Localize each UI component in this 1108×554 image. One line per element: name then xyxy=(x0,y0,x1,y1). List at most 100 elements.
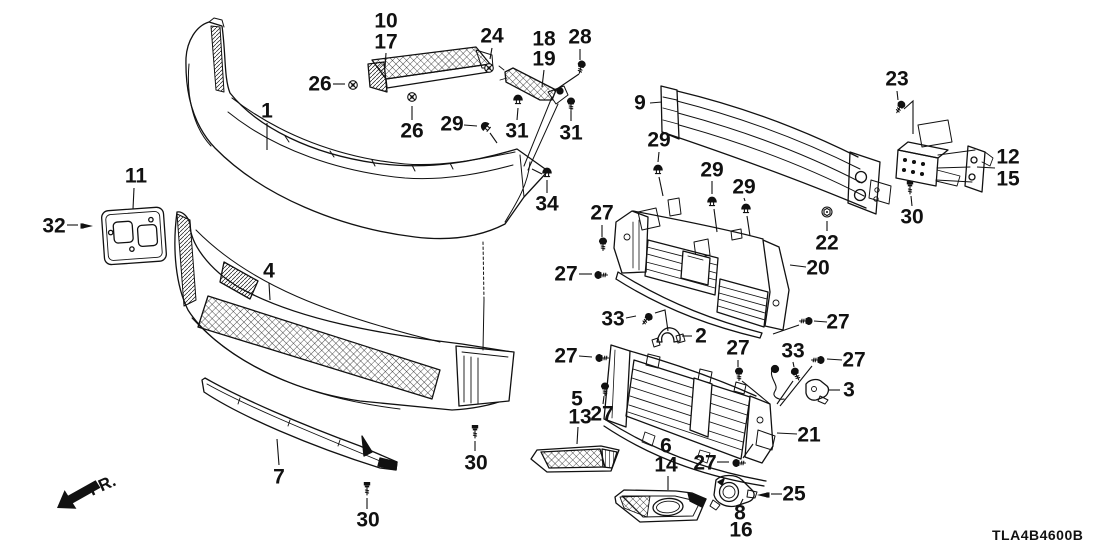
leader-line xyxy=(772,324,800,335)
callout-27-45: 27 xyxy=(693,451,717,475)
fastener-27-icon xyxy=(734,367,744,382)
callout-15-19: 15 xyxy=(996,167,1020,191)
leader-line xyxy=(531,168,543,175)
callout-9-8: 9 xyxy=(634,91,646,115)
leader-line xyxy=(658,176,664,197)
callout-29-22: 29 xyxy=(700,158,724,182)
leader-line xyxy=(743,197,746,202)
fastener-32-icon xyxy=(80,223,93,229)
callout-26-7: 26 xyxy=(400,119,424,143)
callout-21-36: 21 xyxy=(797,423,821,447)
fastener-33-icon xyxy=(642,313,653,325)
leader-line xyxy=(976,166,996,169)
callout-31-11: 31 xyxy=(505,119,529,143)
leader-line xyxy=(578,355,593,358)
callout-27-26: 27 xyxy=(590,201,614,225)
callout-33-28: 33 xyxy=(601,307,625,331)
fastener-27-icon xyxy=(732,458,747,468)
fastener-27-icon xyxy=(598,237,608,252)
fastener-27-icon xyxy=(594,270,609,280)
callout-1-14: 1 xyxy=(261,99,273,123)
leader-line xyxy=(910,195,913,207)
leader-line xyxy=(789,264,807,268)
leader-line xyxy=(739,498,744,506)
fastener-22-icon xyxy=(821,206,833,218)
fastener-30-icon xyxy=(363,482,371,496)
callout-26-6: 26 xyxy=(308,72,332,96)
leader-line xyxy=(384,52,387,69)
callout-29-21: 29 xyxy=(647,128,671,152)
callout-8-47: 8 xyxy=(734,501,746,525)
fastener-23-icon xyxy=(895,100,906,114)
leader-line xyxy=(713,208,718,233)
fastener-27-icon xyxy=(600,382,610,397)
callout-19-4: 19 xyxy=(532,47,556,71)
callout-16-48: 16 xyxy=(729,518,753,542)
part-2-bracket xyxy=(651,327,686,348)
fastener-30-icon xyxy=(906,181,914,195)
part-4-front-lower-bumper xyxy=(174,211,515,411)
leader-line xyxy=(746,215,751,237)
callout-2-29: 2 xyxy=(695,324,707,348)
part-20-upper-shutter xyxy=(613,197,790,339)
leader-line xyxy=(268,282,271,301)
fastener-33-icon xyxy=(790,367,801,381)
callout-13-41: 13 xyxy=(568,405,592,429)
callout-6-43: 6 xyxy=(660,434,672,458)
leader-line xyxy=(792,361,795,368)
callout-27-30: 27 xyxy=(554,344,578,368)
fastener-29-icon xyxy=(653,164,663,175)
callout-30-37: 30 xyxy=(464,451,488,475)
fastener-25-icon xyxy=(757,492,770,498)
leader-line xyxy=(625,315,637,319)
leader-line xyxy=(779,365,813,407)
fastener-29-icon xyxy=(707,196,717,207)
fastener-31-icon xyxy=(566,97,576,112)
leader-line xyxy=(813,320,828,323)
part-21-lower-shutter xyxy=(603,344,785,487)
part-6-14-fog-garnish xyxy=(614,489,707,523)
callout-30-20: 30 xyxy=(900,205,924,229)
assembly-dashed-line xyxy=(482,241,485,351)
leader-line xyxy=(553,73,580,92)
callout-24-2: 24 xyxy=(480,24,504,48)
leader-line xyxy=(649,101,663,104)
callout-27-42: 27 xyxy=(590,402,614,426)
part-12-15-side-bracket xyxy=(895,119,994,193)
callout-22-24: 22 xyxy=(815,231,839,255)
fastener-26-icon xyxy=(407,92,417,102)
part-3-bracket xyxy=(805,378,830,405)
callout-29-10: 29 xyxy=(440,112,464,136)
callout-34-13: 34 xyxy=(535,192,559,216)
construction-lines xyxy=(523,96,559,171)
callout-29-23: 29 xyxy=(732,175,756,199)
leader-line xyxy=(742,443,754,459)
fastener-34-icon xyxy=(542,167,552,178)
callout-5-40: 5 xyxy=(571,387,583,411)
leader-line xyxy=(654,309,669,332)
callout-32-16: 32 xyxy=(42,214,66,238)
callout-23-9: 23 xyxy=(885,67,909,91)
callout-7-39: 7 xyxy=(273,465,285,489)
leader-line xyxy=(463,124,478,127)
leader-line xyxy=(776,432,798,435)
part-5-13-fog-garnish xyxy=(530,445,620,473)
callout-11-15: 11 xyxy=(124,164,148,188)
callout-25-46: 25 xyxy=(782,482,806,506)
part-1-front-upper-bumper xyxy=(185,17,549,240)
leader-line xyxy=(576,426,579,445)
fastener-27-icon xyxy=(798,316,813,326)
leader-line xyxy=(741,380,771,405)
leader-line xyxy=(132,187,135,210)
fastener-30-icon xyxy=(471,425,479,439)
leader-line xyxy=(489,47,493,60)
leader-line xyxy=(776,380,794,405)
fastener-29-icon xyxy=(480,122,491,132)
fastener-29-icon xyxy=(741,203,751,214)
callout-33-32: 33 xyxy=(781,339,805,363)
leader-line xyxy=(516,107,519,121)
callout-3-35: 3 xyxy=(843,378,855,402)
fastener-28-icon xyxy=(577,60,586,74)
